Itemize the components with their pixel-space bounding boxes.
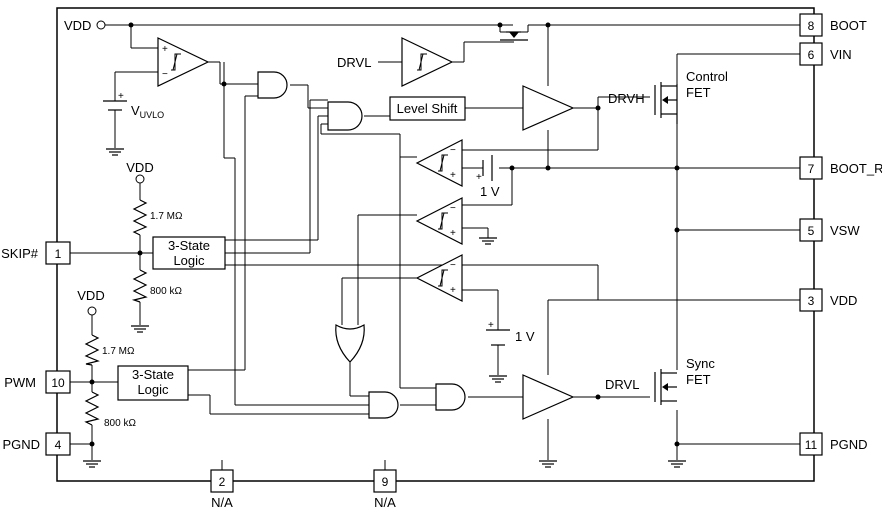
vuvlo-plus-label: + — [118, 91, 124, 102]
one-v-top-label: 1 V — [480, 184, 500, 199]
pin-vdd-name: VDD — [830, 293, 857, 308]
and-gate-low-2 — [435, 383, 466, 411]
pin-bootr-name: BOOT_R — [830, 161, 882, 176]
pin-pgnd-left: 4 PGND — [2, 432, 71, 456]
one-v-top-plus: + — [476, 172, 482, 183]
pin-skip-name: SKIP# — [1, 246, 39, 261]
low-minus-label: − — [450, 260, 456, 271]
pin-na1-name: N/A — [211, 495, 233, 510]
pin-vdd-num: 3 — [808, 294, 815, 308]
skip-divider: VDD 1.7 MΩ 800 kΩ — [126, 160, 183, 333]
vdd-input-label: VDD — [64, 18, 91, 33]
control-fet: Control FET — [654, 69, 728, 124]
uvlo-minus-label: − — [162, 69, 168, 80]
r-skip-lo-label: 800 kΩ — [150, 286, 182, 297]
pin-na-1: 2 N/A — [210, 469, 234, 510]
and-gate-low-1 — [368, 391, 399, 419]
pin-pwm-num: 10 — [51, 376, 65, 390]
vuvlo-source: + VUVLO — [103, 91, 164, 156]
and-gate-level-shift — [327, 101, 363, 131]
pin-na1-num: 2 — [219, 475, 226, 489]
pin-boot: 8 BOOT — [799, 13, 867, 37]
r-skip-hi-label: 1.7 MΩ — [150, 211, 183, 222]
pin-pgnd-right-name: PGND — [830, 437, 868, 452]
skip-logic-block: 3-State Logic — [152, 236, 226, 270]
control-fet-label-2: FET — [686, 85, 711, 100]
vdd-pwm-label: VDD — [77, 288, 104, 303]
r-pwm-lo-label: 800 kΩ — [104, 418, 136, 429]
sync-fet-label-1: Sync — [686, 356, 715, 371]
low-plus-label: + — [450, 285, 456, 296]
pwm-logic-label-1: 3-State — [132, 367, 174, 382]
drvl-bot-label: DRVL — [605, 377, 639, 392]
pin-vin-num: 6 — [808, 48, 815, 62]
pin-pwm-name: PWM — [4, 375, 36, 390]
bootr-minus-label: − — [450, 145, 456, 156]
mid-comparator: − + — [415, 197, 498, 245]
bootstrap-switch — [500, 31, 528, 41]
drvh-label: DRVH — [608, 91, 645, 106]
pin-vin-name: VIN — [830, 47, 852, 62]
pin-na2-name: N/A — [374, 495, 396, 510]
skip-logic-label-2: Logic — [173, 253, 205, 268]
pwm-divider: VDD 1.7 MΩ 800 kΩ — [77, 288, 136, 468]
one-v-bot-label: 1 V — [515, 329, 535, 344]
one-volt-source-bottom: + 1 V — [486, 320, 535, 383]
sync-fet-label-2: FET — [686, 372, 711, 387]
pin-vsw-name: VSW — [830, 223, 860, 238]
vuvlo-label: VUVLO — [131, 103, 164, 120]
level-shift-block: Level Shift — [389, 96, 466, 121]
and-gate-top — [257, 71, 288, 99]
skip-logic-label-1: 3-State — [168, 238, 210, 253]
pin-pgnd-right-num: 11 — [805, 438, 818, 452]
pin-pgnd-left-num: 4 — [55, 438, 62, 452]
bootr-comparator: − + — [415, 139, 463, 187]
wiring — [70, 24, 800, 481]
pin-skip: 1 SKIP# — [1, 241, 71, 265]
uvlo-comparator: + − — [157, 37, 210, 87]
one-volt-source-top: + 1 V — [476, 155, 500, 199]
pin-boot-r: 7 BOOT_R — [799, 156, 882, 180]
vdd-input: VDD — [64, 18, 106, 33]
pwm-logic-block: 3-State Logic — [117, 365, 189, 401]
mid-minus-label: − — [450, 203, 456, 214]
pin-vdd: 3 VDD — [799, 288, 857, 312]
drvl-driver: DRVL — [522, 374, 639, 468]
pin-skip-num: 1 — [55, 247, 62, 261]
vdd-skip-label: VDD — [126, 160, 153, 175]
pin-pgnd-right: 11 PGND — [799, 432, 868, 456]
pin-pgnd-left-name: PGND — [2, 437, 40, 452]
pin-na-2: 9 N/A — [373, 469, 397, 510]
drvl-comparator: DRVL — [337, 37, 454, 87]
pin-vsw: 5 VSW — [799, 218, 860, 242]
one-v-bot-plus: + — [488, 320, 494, 331]
pin-bootr-num: 7 — [808, 162, 815, 176]
drvl-top-label: DRVL — [337, 55, 371, 70]
low-comparator: − + — [415, 254, 463, 302]
mid-plus-label: + — [450, 228, 456, 239]
pin-na2-num: 9 — [382, 475, 389, 489]
junction-dots — [89, 22, 680, 447]
pin-pwm: 10 PWM — [4, 370, 71, 394]
pin-vin: 6 VIN — [799, 42, 852, 66]
level-shift-label: Level Shift — [397, 101, 458, 116]
bootr-plus-label: + — [450, 170, 456, 181]
or-gate — [335, 324, 365, 363]
control-fet-label-1: Control — [686, 69, 728, 84]
pin-boot-num: 8 — [808, 19, 815, 33]
sync-fet: Sync FET — [654, 356, 715, 468]
r-pwm-hi-label: 1.7 MΩ — [102, 346, 135, 357]
pwm-logic-label-2: Logic — [137, 382, 169, 397]
pin-vsw-num: 5 — [808, 224, 815, 238]
pin-boot-name: BOOT — [830, 18, 867, 33]
uvlo-plus-label: + — [162, 44, 168, 55]
drvh-driver: DRVH — [522, 85, 645, 131]
